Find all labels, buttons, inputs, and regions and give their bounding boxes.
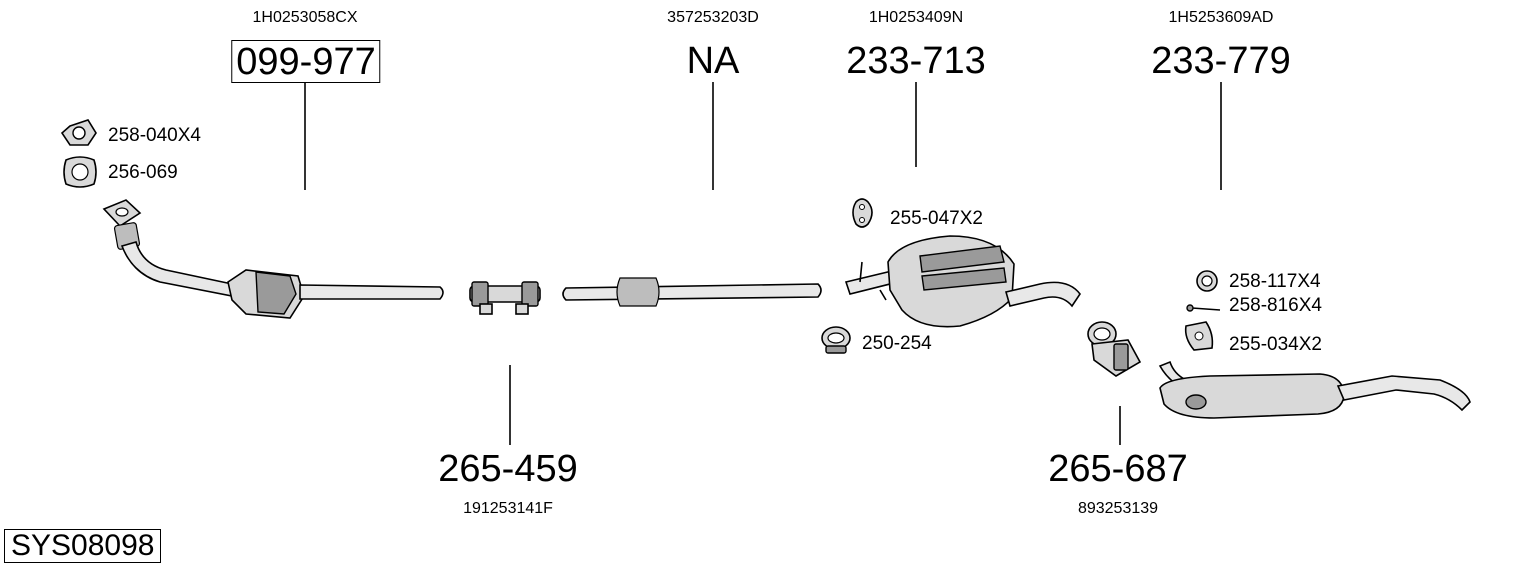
oe-number-6: 893253139 — [1077, 500, 1159, 517]
hex-nut-icon — [60, 119, 97, 146]
rear-silencer — [1158, 360, 1471, 419]
part-number-233-713[interactable]: 233-713 — [846, 40, 986, 82]
part-number-233-779[interactable]: 233-779 — [1151, 40, 1291, 82]
part-number-099-977[interactable]: 099-977 — [231, 40, 381, 83]
part-number-265-459[interactable]: 265-459 — [438, 448, 578, 490]
part-number-na[interactable]: NA — [686, 40, 740, 82]
oe-number-4: 1H5253609AD — [1168, 9, 1274, 26]
oe-number-1: 1H0253058CX — [252, 9, 358, 26]
clamp-icon — [821, 326, 851, 354]
catalytic-converter-front-pipe — [102, 199, 444, 319]
accessory-label-255-034x2[interactable]: 255-034X2 — [1229, 334, 1322, 355]
system-id-label: SYS08098 — [4, 529, 162, 563]
accessory-label-256-069[interactable]: 256-069 — [108, 162, 178, 183]
hanger-icon — [1184, 321, 1214, 351]
oe-number-5: 191253141F — [463, 500, 553, 517]
rubber-mount-icon — [852, 198, 873, 228]
part-number-265-687[interactable]: 265-687 — [1048, 448, 1188, 490]
intermediate-pipe-with-flex — [562, 277, 822, 307]
accessory-label-258-117x4[interactable]: 258-117X4 — [1229, 271, 1321, 292]
accessory-label-250-254[interactable]: 250-254 — [862, 333, 932, 354]
pipe-connector-265-459 — [469, 281, 541, 315]
gasket-icon — [63, 156, 97, 188]
centre-silencer — [844, 235, 1081, 328]
accessory-label-255-047x2[interactable]: 255-047X2 — [890, 208, 983, 229]
pipe-connector-265-687 — [1087, 321, 1142, 377]
ring-icon — [1196, 270, 1218, 292]
oe-number-3: 1H0253409N — [868, 9, 964, 26]
accessory-label-258-816x4[interactable]: 258-816X4 — [1229, 295, 1322, 316]
accessory-label-258-040x4[interactable]: 258-040X4 — [108, 125, 201, 146]
bolt-icon — [1186, 304, 1221, 312]
oe-number-2: 357253203D — [667, 9, 759, 26]
